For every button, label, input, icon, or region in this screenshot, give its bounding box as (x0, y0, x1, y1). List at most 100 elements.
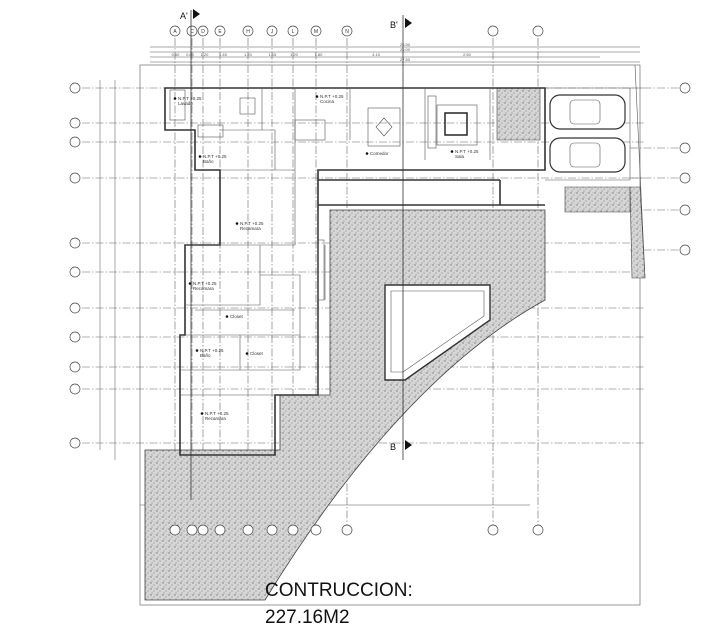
axis-bubble-bottom (169, 524, 181, 536)
overall-dimension: 26.50 (400, 42, 411, 47)
house-walls (164, 87, 631, 456)
axis-label: D (201, 29, 205, 35)
pool (384, 284, 491, 381)
room-name: Closet (230, 314, 244, 319)
pool-inner-edge (390, 290, 485, 373)
cars (549, 94, 626, 173)
overall-dimension: 26.00 (400, 47, 411, 52)
axis-bubble (197, 25, 209, 37)
axis-bubble-left (69, 82, 81, 94)
axis-label: A (173, 29, 177, 35)
axis-bubble (487, 25, 499, 37)
room-level: N.P.T +0.25 (320, 94, 344, 99)
dimension-text: 2.50 (463, 52, 472, 57)
room-level: N.P.T +0.25 (203, 154, 227, 159)
axis-bubble (169, 25, 181, 37)
room-name: Closet (250, 351, 264, 356)
level-marker-icon (450, 150, 454, 153)
section-mark-b-bottom: B (390, 442, 396, 452)
axis-bubble-bottom (287, 524, 299, 536)
room-name: Lavado (178, 101, 193, 106)
dimension-text: 1.15 (269, 52, 278, 57)
garden-strip (564, 186, 631, 213)
room-name: Recamara (205, 416, 226, 421)
room-level: N.P.T +0.25 (178, 96, 202, 101)
room-name: Recamara (193, 286, 214, 291)
axis-bubble-right (679, 172, 691, 184)
construction-label: CONTRUCCION: (265, 580, 413, 601)
room-name: Cocina (320, 99, 335, 104)
dimension-text: 1.80 (315, 52, 324, 57)
axis-bubble (242, 25, 254, 37)
axis-label: L (292, 29, 295, 35)
axis-bubble-bottom (487, 524, 499, 536)
axis-bubble-right (679, 244, 691, 256)
section-arrow-icon (405, 440, 412, 450)
axis-bubble (532, 25, 544, 37)
level-marker-icon (315, 95, 319, 98)
axis-bubble (214, 25, 226, 37)
dimension-text: 1.45 (219, 52, 228, 57)
room-name: Baño (203, 159, 214, 164)
room-level: N.P.T +0.25 (455, 149, 479, 154)
level-marker-icon (200, 412, 204, 415)
axis-bubble (310, 25, 322, 37)
axis-label: J (271, 29, 274, 35)
level-marker-icon (365, 152, 369, 155)
dimension-text: 1.20 (290, 52, 299, 57)
axis-label: H (246, 29, 250, 35)
site-boundary (139, 64, 641, 606)
axis-bubble-left (69, 237, 81, 249)
axis-bubble-right (679, 82, 691, 94)
axis-bubble (341, 25, 353, 37)
axis-bubble-left (69, 117, 81, 129)
room-name: Sala (455, 154, 465, 159)
overall-dimension: 27.50 (400, 57, 411, 62)
axis-bubble-right (679, 204, 691, 216)
level-marker-icon (225, 315, 229, 318)
axis-bubble-left (69, 136, 81, 148)
axis-bubble-left (69, 172, 81, 184)
axis-bubble-left (69, 383, 81, 395)
level-marker-icon (235, 222, 239, 225)
axis-label: M (314, 29, 318, 35)
axis-bubble-bottom (532, 524, 544, 536)
axis-bubble-left (69, 266, 81, 278)
garden-strip (496, 87, 541, 141)
axis-bubble-bottom (266, 524, 278, 536)
axis-bubble-left (69, 437, 81, 449)
axis-bubble-bottom (197, 524, 209, 536)
room-level: N.P.T +0.25 (200, 348, 224, 353)
level-marker-icon (195, 349, 199, 352)
axis-bubble-left (69, 302, 81, 314)
garden-strip (629, 186, 646, 279)
axis-bubble-bottom (341, 524, 353, 536)
axis-bubble-left (69, 361, 81, 373)
dimension-text: 1.20 (244, 52, 253, 57)
axis-bubble (266, 25, 278, 37)
axis-label: N (345, 29, 349, 35)
axis-label: E (218, 29, 222, 35)
level-marker-icon (198, 155, 202, 158)
furniture (169, 89, 478, 149)
dimension-text: 1.20 (201, 52, 210, 57)
room-name: Comedor (370, 151, 389, 156)
construction-area: 227.16M2 (265, 607, 350, 628)
level-marker-icon (173, 97, 177, 100)
room-name: Recamara (240, 226, 261, 231)
axis-label: C (190, 29, 194, 35)
room-level: N.P.T +0.25 (193, 281, 217, 286)
axis-bubble-right (679, 142, 691, 154)
section-arrow-icon (405, 18, 412, 28)
dimension-text: 4.15 (372, 52, 381, 57)
axis-bubble-bottom (310, 524, 322, 536)
room-level: N.P.T +0.25 (205, 411, 229, 416)
room-name: Baño (200, 353, 211, 358)
axis-bubble-bottom (186, 524, 198, 536)
axis-bubble (186, 25, 198, 37)
axis-bubble-left (69, 331, 81, 343)
dimension-text: 0.60 (186, 52, 195, 57)
